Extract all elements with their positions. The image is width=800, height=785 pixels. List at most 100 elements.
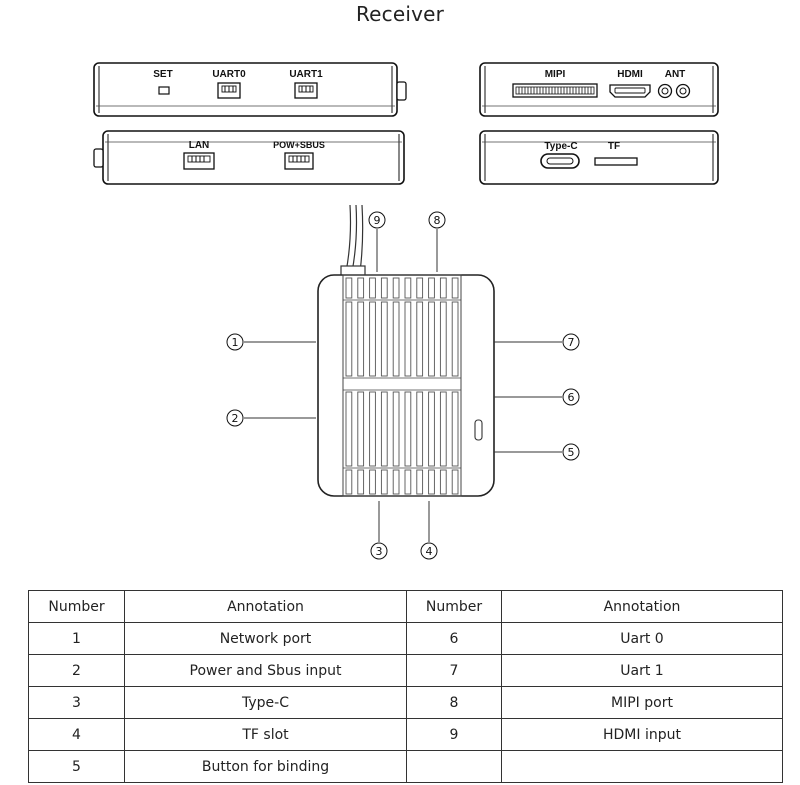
heatsink-fin bbox=[428, 301, 435, 377]
header-annotation-left: Annotation bbox=[124, 590, 407, 623]
heatsink-fin bbox=[380, 301, 388, 377]
table-row: 5 Button for binding bbox=[28, 750, 783, 783]
callouts bbox=[244, 229, 562, 542]
callout-8: 8 bbox=[428, 211, 446, 229]
mipi-label: MIPI bbox=[545, 69, 566, 80]
hdmi-label: HDMI bbox=[617, 69, 643, 80]
table-row: 4 TF slot 9 HDMI input bbox=[28, 718, 783, 751]
heatsink-fin bbox=[404, 301, 412, 377]
heatsink-fin bbox=[439, 469, 447, 495]
svg-text:7: 7 bbox=[568, 336, 575, 349]
receiver-diagram: SET UART0 UART1 LAN POW+SBUS bbox=[93, 62, 719, 560]
table-cell: 4 bbox=[28, 718, 125, 751]
heatsink-fin bbox=[416, 469, 424, 495]
heatsink-fin bbox=[416, 277, 424, 299]
table-cell: TF slot bbox=[124, 718, 407, 751]
callout-6: 6 bbox=[562, 388, 580, 406]
heatsink-fin bbox=[416, 301, 424, 377]
heatsink-fin bbox=[380, 391, 388, 467]
heatsink-fin bbox=[439, 277, 447, 299]
heatsink-fin bbox=[369, 301, 376, 377]
receiver-top-view bbox=[317, 204, 495, 497]
set-label: SET bbox=[153, 69, 172, 80]
pow-sbus-connector bbox=[284, 152, 314, 170]
heatsink-fin bbox=[345, 469, 353, 495]
heatsink-fin bbox=[404, 391, 412, 467]
ant-connectors bbox=[657, 83, 691, 99]
annotation-table: Number Annotation Number Annotation 1 Ne… bbox=[28, 590, 783, 783]
table-header-row: Number Annotation Number Annotation bbox=[28, 590, 783, 623]
side-view-uart: SET UART0 UART1 bbox=[93, 62, 407, 117]
table-cell bbox=[406, 750, 502, 783]
table-cell: Uart 1 bbox=[501, 654, 783, 687]
heatsink-fin bbox=[369, 277, 376, 299]
heatsink-fin bbox=[416, 391, 424, 467]
table-cell: 1 bbox=[28, 622, 125, 655]
heatsink-fin bbox=[392, 277, 400, 299]
heatsink-fin bbox=[439, 301, 447, 377]
side-view-power: LAN POW+SBUS bbox=[93, 130, 405, 185]
lan-label: LAN bbox=[189, 140, 210, 151]
heatsink-fin bbox=[451, 277, 459, 299]
table-cell: 6 bbox=[406, 622, 502, 655]
heatsink-fin bbox=[380, 469, 388, 495]
heatsink-fin bbox=[428, 469, 435, 495]
table-row: 2 Power and Sbus input 7 Uart 1 bbox=[28, 654, 783, 687]
svg-text:6: 6 bbox=[568, 391, 575, 404]
table-cell: Uart 0 bbox=[501, 622, 783, 655]
heatsink-fin bbox=[357, 391, 365, 467]
heatsink-fin bbox=[357, 277, 365, 299]
uart1-label: UART1 bbox=[289, 69, 323, 80]
table-cell: MIPI port bbox=[501, 686, 783, 719]
heatsink-fin bbox=[451, 469, 459, 495]
tf-slot-shape bbox=[594, 157, 638, 166]
heatsink-fin bbox=[345, 301, 353, 377]
svg-text:1: 1 bbox=[232, 336, 239, 349]
tf-label: TF bbox=[608, 141, 620, 152]
table-cell: Button for binding bbox=[124, 750, 407, 783]
callout-5: 5 bbox=[562, 443, 580, 461]
svg-text:8: 8 bbox=[434, 214, 441, 227]
side-view-storage: Type-C TF bbox=[479, 130, 719, 185]
table-cell: 7 bbox=[406, 654, 502, 687]
heatsink-fin bbox=[369, 469, 376, 495]
hdmi-connector bbox=[609, 84, 651, 98]
mipi-connector bbox=[512, 83, 598, 98]
heatsink-fin bbox=[357, 469, 365, 495]
svg-text:9: 9 bbox=[374, 214, 381, 227]
heatsink-fin bbox=[345, 391, 353, 467]
heatsink-fin bbox=[357, 301, 365, 377]
heatsink-fin bbox=[392, 469, 400, 495]
table-cell: HDMI input bbox=[501, 718, 783, 751]
callout-4: 4 bbox=[420, 542, 438, 560]
header-annotation-right: Annotation bbox=[501, 590, 783, 623]
table-cell: 5 bbox=[28, 750, 125, 783]
pow-sbus-label: POW+SBUS bbox=[273, 140, 325, 150]
header-number-left: Number bbox=[28, 590, 125, 623]
heatsink-fin bbox=[380, 277, 388, 299]
table-row: 3 Type-C 8 MIPI port bbox=[28, 686, 783, 719]
heatsink-fin bbox=[428, 277, 435, 299]
table-cell: 3 bbox=[28, 686, 125, 719]
lan-connector bbox=[183, 152, 215, 170]
table-cell: 8 bbox=[406, 686, 502, 719]
callout-2: 2 bbox=[226, 409, 244, 427]
header-number-right: Number bbox=[406, 590, 502, 623]
table-cell: Type-C bbox=[124, 686, 407, 719]
table-cell: Network port bbox=[124, 622, 407, 655]
heatsink-fin bbox=[404, 277, 412, 299]
table-cell bbox=[501, 750, 783, 783]
side-view-video: MIPI HDMI ANT bbox=[479, 62, 719, 117]
heatsink-fin bbox=[451, 391, 459, 467]
type-c-connector bbox=[540, 153, 580, 169]
callout-1: 1 bbox=[226, 333, 244, 351]
type-c-label: Type-C bbox=[544, 141, 577, 152]
heatsink-fin bbox=[369, 391, 376, 467]
callout-9: 9 bbox=[368, 211, 386, 229]
heatsink-fin bbox=[439, 391, 447, 467]
callout-7: 7 bbox=[562, 333, 580, 351]
table-row: 1 Network port 6 Uart 0 bbox=[28, 622, 783, 655]
heatsink-fin bbox=[451, 301, 459, 377]
uart0-label: UART0 bbox=[212, 69, 246, 80]
svg-text:4: 4 bbox=[426, 545, 433, 558]
